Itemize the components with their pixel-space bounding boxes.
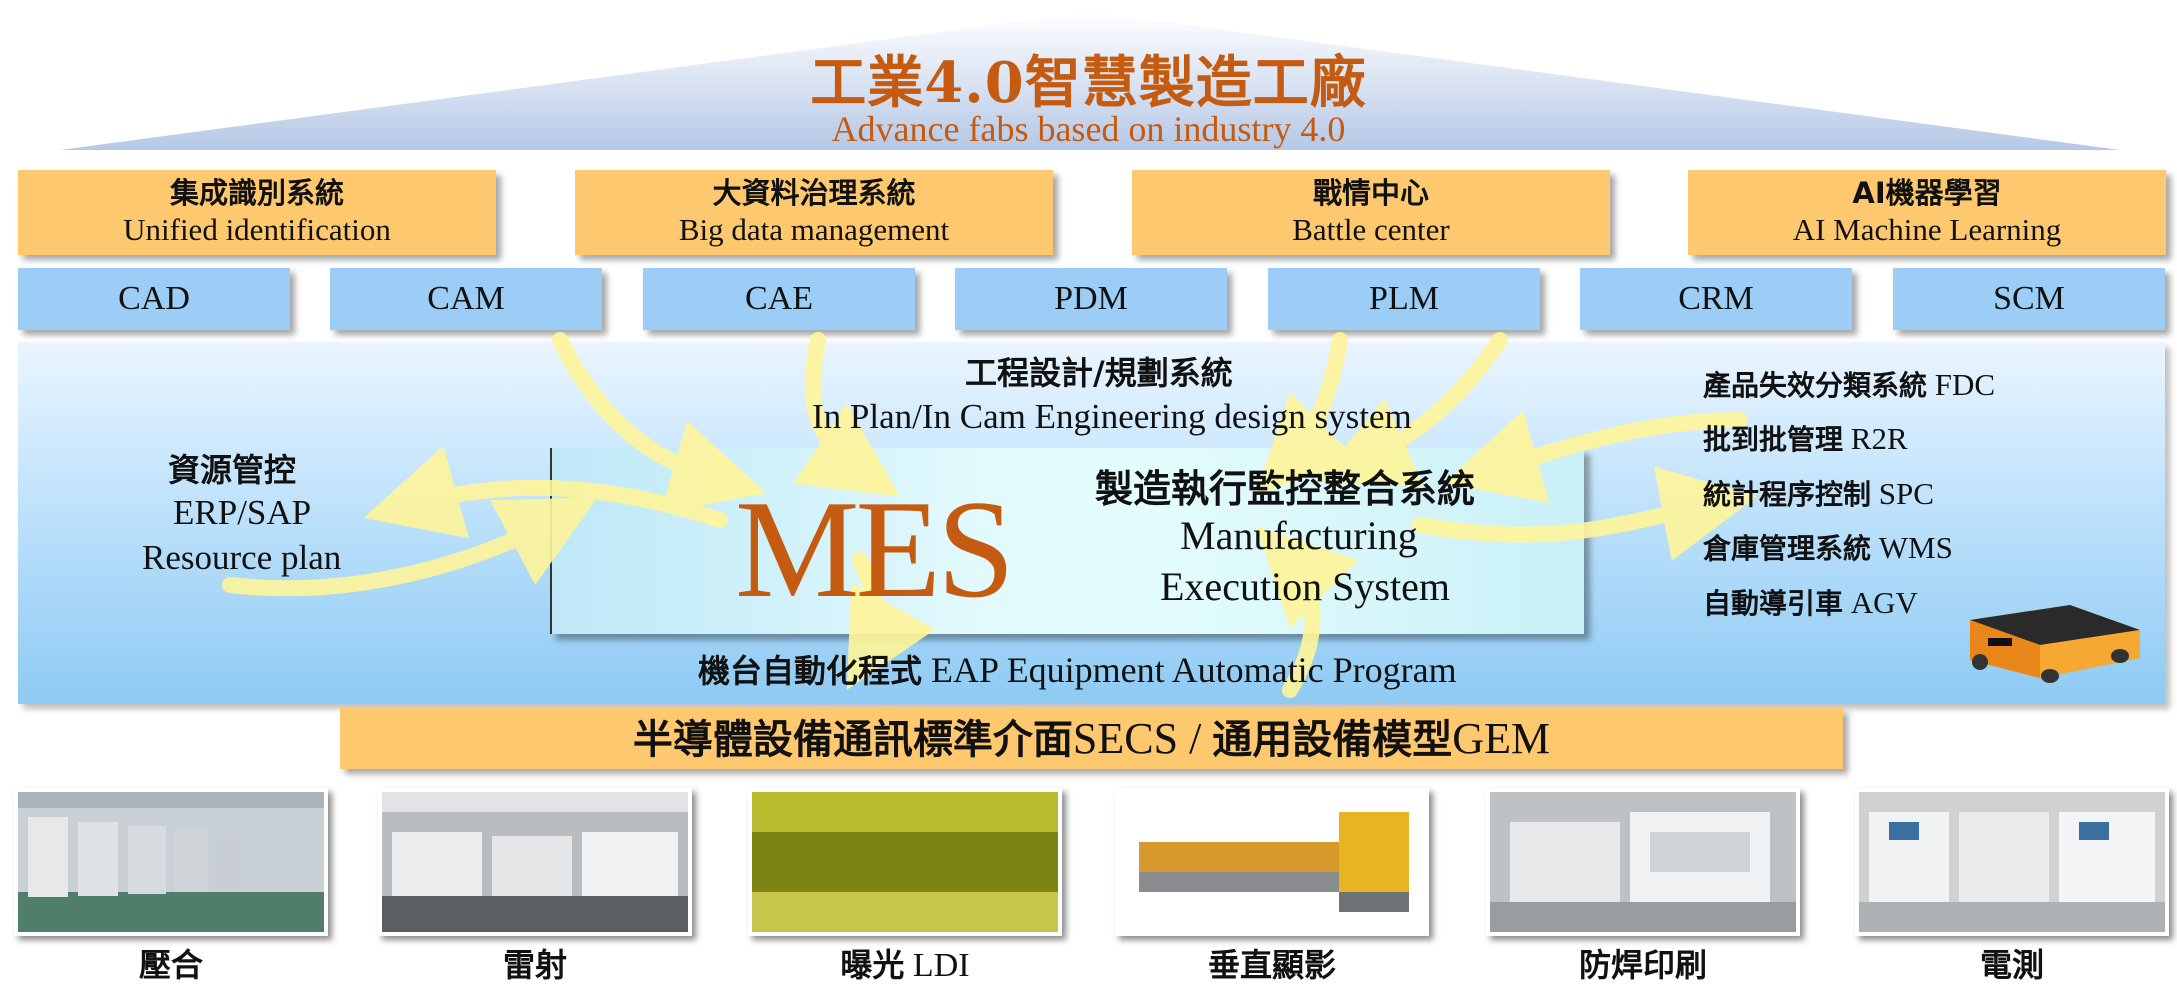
- right-system-zh: 統計程序控制: [1703, 478, 1872, 511]
- equipment-label-developing: 垂直顯影: [1119, 940, 1425, 986]
- equipment-label-solder-mask: 防焊印刷: [1490, 940, 1796, 986]
- eap-label-zh: 機台自動化程式: [698, 652, 923, 690]
- equipment-label-zh: 雷射: [502, 946, 567, 984]
- eap-label: 機台自動化程式 EAP Equipment Automatic Program: [698, 646, 1457, 692]
- system-label-en: Battle center: [1292, 212, 1450, 247]
- right-system-zh: 批到批管理: [1703, 423, 1844, 456]
- secs-label-en1: SECS /: [1072, 714, 1213, 763]
- system-box-ai-learning: AI機器學習 AI Machine Learning: [1688, 170, 2166, 255]
- system-box-big-data: 大資料治理系統 Big data management: [575, 170, 1053, 255]
- right-system-en: FDC: [1927, 367, 1996, 402]
- right-system-spc: 統計程序控制 SPC: [1703, 473, 1934, 513]
- right-system-zh: 自動導引車: [1703, 587, 1844, 620]
- right-system-fdc: 產品失效分類系統 FDC: [1703, 364, 1995, 404]
- mes-title: MES: [735, 472, 1015, 627]
- right-system-agv: 自動導引車 AGV: [1703, 582, 1918, 622]
- right-system-r2r: 批到批管理 R2R: [1703, 418, 1908, 458]
- right-system-zh: 產品失效分類系統: [1703, 369, 1928, 402]
- engineering-label-en: In Plan/In Cam Engineering design system: [812, 397, 1412, 436]
- resource-label-erp: ERP/SAP: [173, 493, 312, 532]
- equipment-photo-solder-mask: [1486, 788, 1800, 936]
- system-label-zh: 戰情中心: [1312, 176, 1429, 210]
- solder-mask-photo-icon: [1490, 792, 1796, 932]
- equipment-photo-lamination: [14, 788, 328, 936]
- module-scm: SCM: [1893, 268, 2165, 330]
- mes-label-en-line1: Manufacturing: [1180, 513, 1418, 558]
- mes-label-zh: 製造執行監控整合系統: [1095, 467, 1476, 511]
- system-label-en: Big data management: [678, 212, 950, 247]
- secs-gem-band: 半導體設備通訊標準介面SECS / 通用設備模型GEM: [340, 708, 1843, 769]
- equipment-label-electrical-test: 電測: [1859, 940, 2165, 986]
- system-label-zh: AI機器學習: [1852, 176, 2002, 210]
- system-label-zh: 大資料治理系統: [712, 176, 916, 210]
- page-title: 工業4.0智慧製造工廠: [810, 50, 1367, 116]
- equipment-photo-developing: [1115, 788, 1429, 936]
- right-system-zh: 倉庫管理系統: [1703, 532, 1872, 565]
- equipment-photo-laser: [378, 788, 692, 936]
- equipment-label-lamination: 壓合: [18, 940, 324, 986]
- mes-label-en-line2: Execution System: [1160, 564, 1450, 609]
- equipment-label-en: LDI: [904, 947, 970, 984]
- eap-label-en: EAP Equipment Automatic Program: [922, 650, 1457, 690]
- equipment-label-zh: 防焊印刷: [1578, 946, 1707, 984]
- right-system-en: R2R: [1843, 421, 1908, 456]
- module-cam: CAM: [330, 268, 602, 330]
- resource-label-en: Resource plan: [142, 538, 342, 577]
- equipment-label-zh: 壓合: [138, 946, 203, 984]
- equipment-label-zh: 曝光: [840, 946, 905, 984]
- equipment-label-exposure: 曝光 LDI: [752, 940, 1058, 986]
- lamination-photo-icon: [18, 792, 324, 932]
- module-crm: CRM: [1580, 268, 1852, 330]
- electrical-test-photo-icon: [1859, 792, 2165, 932]
- right-system-wms: 倉庫管理系統 WMS: [1703, 527, 1953, 567]
- equipment-label-zh: 垂直顯影: [1207, 946, 1336, 984]
- system-label-en: Unified identification: [123, 212, 391, 247]
- developing-photo-icon: [1119, 792, 1425, 932]
- secs-label-zh1: 半導體設備通訊標準介面: [632, 717, 1073, 763]
- system-box-battle-center: 戰情中心 Battle center: [1132, 170, 1610, 255]
- engineering-label-zh: 工程設計/規劃系統: [965, 354, 1233, 392]
- exposure-photo-icon: [752, 792, 1058, 932]
- equipment-label-laser: 雷射: [382, 940, 688, 986]
- right-system-en: WMS: [1871, 530, 1953, 565]
- roof-shape: [60, 12, 2120, 150]
- module-plm: PLM: [1268, 268, 1540, 330]
- equipment-photo-exposure: [748, 788, 1062, 936]
- resource-label-zh: 資源管控: [168, 451, 297, 489]
- equipment-photo-electrical-test: [1855, 788, 2169, 936]
- page-subtitle: Advance fabs based on industry 4.0: [831, 109, 1346, 149]
- system-label-zh: 集成識別系統: [169, 176, 344, 210]
- system-box-unified-identification: 集成識別系統 Unified identification: [18, 170, 496, 255]
- secs-label-en2: GEM: [1452, 714, 1551, 763]
- system-label-en: AI Machine Learning: [1792, 212, 2062, 247]
- equipment-label-zh: 電測: [1979, 946, 2044, 984]
- agv-robot-icon: [1970, 605, 2140, 683]
- right-system-en: SPC: [1871, 476, 1934, 511]
- module-pdm: PDM: [955, 268, 1227, 330]
- module-cae: CAE: [643, 268, 915, 330]
- right-system-en: AGV: [1843, 585, 1918, 620]
- secs-label-zh2: 通用設備模型: [1212, 717, 1453, 763]
- laser-photo-icon: [382, 792, 688, 932]
- module-cad: CAD: [18, 268, 290, 330]
